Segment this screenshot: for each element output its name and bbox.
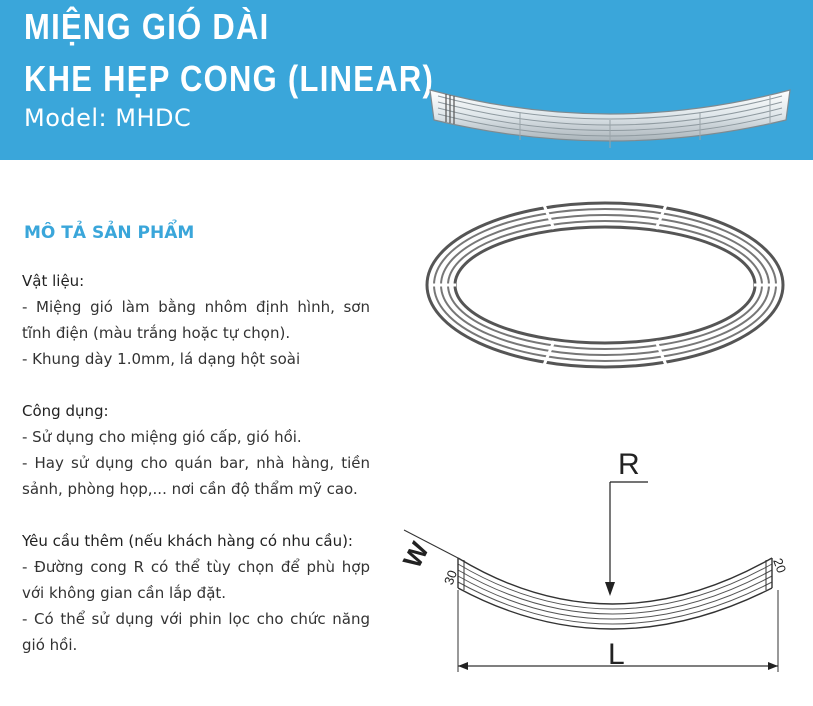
right-dim-label: 20 <box>770 556 789 575</box>
material-item: - Khung dày 1.0mm, lá dạng hột soài <box>22 350 301 368</box>
ring-diffuser-photo <box>425 201 785 369</box>
left-dim-label: 30 <box>441 568 460 587</box>
extra-item: - Đường cong R có thể tùy chọn để phù hợ… <box>22 558 370 602</box>
header-banner: MIỆNG GIÓ DÀI KHE HẸP CONG (LINEAR) Mode… <box>0 0 813 160</box>
curved-diffuser-photo <box>429 89 791 148</box>
extra-item: - Có thể sử dụng với phin lọc cho chức n… <box>22 610 370 654</box>
usage-item: - Sử dụng cho miệng gió cấp, gió hồi. <box>22 428 302 446</box>
width-label: W <box>397 537 435 573</box>
usage-heading: Công dụng: <box>22 402 109 420</box>
usage-block: Công dụng: - Sử dụng cho miệng gió cấp, … <box>22 398 370 502</box>
product-description: Vật liệu: - Miệng gió làm bằng nhôm định… <box>22 268 370 684</box>
extra-heading: Yêu cầu thêm (nếu khách hàng có nhu cầu)… <box>22 532 353 550</box>
section-title: MÔ TẢ SẢN PHẨM <box>24 223 195 243</box>
material-item: - Miệng gió làm bằng nhôm định hình, sơn… <box>22 298 370 342</box>
length-label: L <box>608 638 625 671</box>
material-block: Vật liệu: - Miệng gió làm bằng nhôm định… <box>22 268 370 372</box>
extra-block: Yêu cầu thêm (nếu khách hàng có nhu cầu)… <box>22 528 370 658</box>
radius-label: R <box>618 448 640 481</box>
material-heading: Vật liệu: <box>22 272 85 290</box>
dimension-drawing: R W 30 20 L <box>397 448 789 672</box>
title-line-2: KHE HẸP CONG (LINEAR) <box>24 58 435 99</box>
title-line-1: MIỆNG GIÓ DÀI <box>24 6 270 47</box>
usage-item: - Hay sử dụng cho quán bar, nhà hàng, ti… <box>22 454 370 498</box>
model-label: Model: MHDC <box>24 104 192 132</box>
